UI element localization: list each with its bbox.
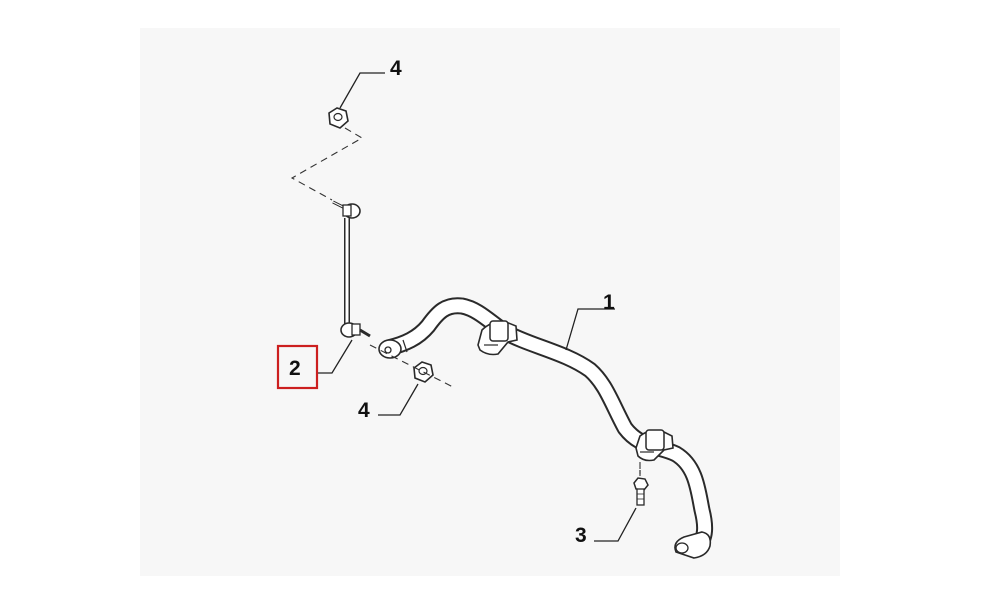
nut-lower	[413, 361, 434, 383]
leader-4b	[378, 383, 419, 416]
leader-4a	[339, 72, 385, 109]
leader-2	[318, 339, 353, 374]
nut-upper	[328, 107, 349, 129]
diagram-panel	[140, 28, 840, 576]
callout-4-lower: 4	[358, 399, 370, 422]
leader-1	[565, 308, 615, 351]
leader-3	[594, 507, 637, 542]
callout-2-highlight-box	[276, 344, 319, 390]
callout-3: 3	[575, 524, 587, 547]
stabilizer-bar	[378, 297, 714, 559]
bolt	[633, 470, 649, 506]
callout-2: 2	[289, 357, 301, 380]
callout-1: 1	[603, 291, 615, 314]
assembly-line-upper	[290, 127, 364, 201]
stabilizer-link	[332, 200, 371, 338]
bar-bushing-bracket-left	[477, 320, 518, 356]
assembly-line-lower	[369, 344, 456, 389]
bar-bushing-bracket-right	[635, 429, 674, 462]
callout-4-upper: 4	[390, 57, 402, 80]
